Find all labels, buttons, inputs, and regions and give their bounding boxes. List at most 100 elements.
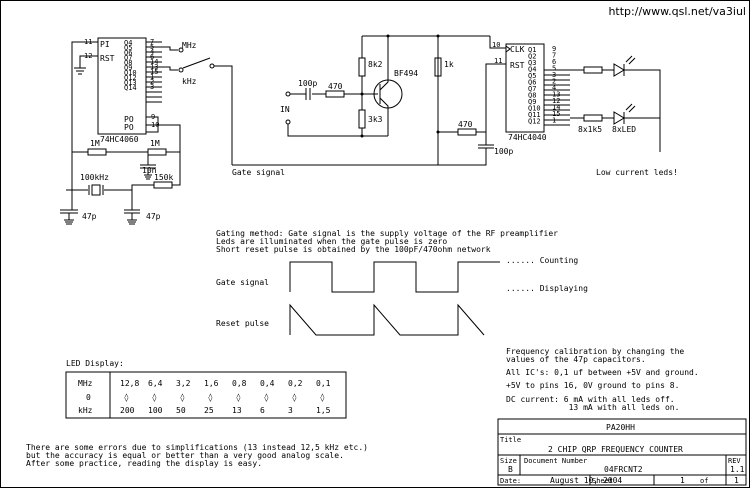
right-note-5: DC current: 6 mA with all leds off. <box>506 395 675 404</box>
khz-value: 100 <box>148 406 163 415</box>
clk-wire <box>489 36 506 49</box>
ic2-pin-q9: Q9 <box>528 98 536 106</box>
cap-47p-a <box>60 189 78 225</box>
title-block-docnum-label: Document Number <box>524 457 587 465</box>
cap-10n <box>140 164 156 180</box>
resistor-470-in-label: 470 <box>328 82 343 91</box>
gating-note-2: Leds are illuminated when the gate pulse… <box>216 237 447 246</box>
ic2-pin-num: 9 <box>552 45 556 53</box>
reset-waveform <box>289 303 485 336</box>
ic1-pin-q10: Q10 <box>124 69 137 77</box>
led-diamond: ◊ <box>208 393 213 402</box>
resistor-8k2-label: 8k2 <box>368 60 383 69</box>
collector-wire <box>437 76 439 165</box>
bottom-note-3: After some practice, reading the display… <box>26 459 262 468</box>
transistor-body <box>373 79 403 109</box>
source-url[interactable]: http://www.qsl.net/va3iul <box>608 5 746 18</box>
timing-displaying-label: ...... Displaying <box>506 284 588 293</box>
khz-value: 3 <box>288 406 293 415</box>
right-note-2: values of the 47p capacitors. <box>506 355 646 364</box>
ic1-right-wires <box>146 41 178 103</box>
title-block-lines <box>498 433 746 485</box>
ic2-pin-clk: CLK <box>510 45 525 54</box>
khz-value: 200 <box>120 406 135 415</box>
ic1-pin-q8: Q8 <box>124 59 132 67</box>
led-top-rays <box>625 55 636 65</box>
ic2-pin-num: 2 <box>552 78 556 86</box>
gate-signal-label: Gate signal <box>232 168 285 177</box>
xtal-label: 100kHz <box>80 173 109 182</box>
resistor-470-rst <box>457 128 477 136</box>
row-label-zero: 0 <box>86 393 91 402</box>
ic2-pin-num: 6 <box>552 58 556 66</box>
row-label-mhz: MHz <box>78 379 93 388</box>
mhz-value: 3,2 <box>176 379 191 388</box>
resistor-3k3-label: 3k3 <box>368 115 383 124</box>
row-label-khz: kHz <box>78 406 93 415</box>
resistor-8k2 <box>358 57 366 77</box>
xtal-body <box>91 184 101 196</box>
cap-47p-a-label: 47p <box>82 212 97 221</box>
bottom-note-1: There are some errors due to simplificat… <box>26 443 368 452</box>
title-block-docnum: 04FRCNT2 <box>604 465 643 474</box>
title-block-title: 2 CHIP QRP FREQUENCY COUNTER <box>548 445 683 454</box>
ic1-pin-po-bar: PO <box>124 123 134 132</box>
cap-100p-rst-label: 100p <box>494 147 513 156</box>
reset-network-wires <box>438 63 506 145</box>
ic1-body <box>97 37 147 135</box>
title-block-size: B <box>508 465 513 474</box>
mhz-value: 0,8 <box>232 379 247 388</box>
khz-value: 1,5 <box>316 406 331 415</box>
timing-counting-label: ...... Counting <box>506 256 578 265</box>
ic2-clk-marker <box>505 45 511 53</box>
timing-reset-label: Reset pulse <box>216 319 269 328</box>
ic2-pin-q12: Q12 <box>528 118 541 126</box>
resistor-led-bottom <box>583 114 603 122</box>
khz-value: 25 <box>204 406 214 415</box>
resistor-470-rst-label: 470 <box>458 120 473 129</box>
ic2-pin-q10: Q10 <box>528 105 541 113</box>
resistor-led-top <box>583 66 603 74</box>
title-block-sheet: 1 <box>680 476 685 485</box>
ic1-label: 74HC4060 <box>100 135 139 144</box>
low-current-label: Low current leds! <box>596 168 678 177</box>
junction-1 <box>386 34 390 38</box>
led-display-cells: 12,8◊2006,4◊1003,2◊501,6◊250,8◊130,4◊60,… <box>120 379 331 415</box>
ic2-pin-q2: Q2 <box>528 53 536 61</box>
ic2-pin-q6: Q6 <box>528 79 536 87</box>
mhz-value: 0,1 <box>316 379 331 388</box>
ic2-pin10-num: 10 <box>492 41 500 49</box>
khz-value: 13 <box>232 406 242 415</box>
switch-contact-khz <box>178 67 184 73</box>
led-top <box>613 63 661 152</box>
resistor-1m-a <box>87 148 107 156</box>
ic2-pin-q7: Q7 <box>528 85 536 93</box>
ic2-pin-q1: Q1 <box>528 46 536 54</box>
led-diamond: ◊ <box>320 393 325 402</box>
ic2-pin-q5: Q5 <box>528 72 536 80</box>
cap-10n-label: 10n <box>142 166 157 175</box>
title-block-date-label: Date: <box>500 477 521 485</box>
transistor-label: BF494 <box>394 69 418 78</box>
title-block-date: August 10, 2004 <box>550 476 622 485</box>
cap-100p-in <box>305 88 311 100</box>
ic1-pin-q9: Q9 <box>124 64 132 72</box>
resistor-1k-label: 1k <box>444 60 454 69</box>
ic2-pin-rst: RST <box>510 61 525 70</box>
resistor-1m-b-label: 1M <box>150 139 160 148</box>
mhz-value: 0,2 <box>288 379 303 388</box>
right-note-4: +5V to pins 16, 0V ground to pins 8. <box>506 381 679 390</box>
ic1-pin-q13: Q13 <box>124 79 137 87</box>
junction-4 <box>360 134 364 138</box>
gating-note-1: Gating method: Gate signal is the supply… <box>216 229 558 238</box>
right-note-1: Frequency calibration by changing the <box>506 347 684 356</box>
right-note-6: 13 mA with all leds on. <box>506 403 679 412</box>
ground-symbol-1 <box>74 67 86 75</box>
led-diamond: ◊ <box>152 393 157 402</box>
ic1-pin-q4: Q4 <box>124 39 132 47</box>
ic2-pin-num: 12 <box>552 97 560 105</box>
led-diamond: ◊ <box>236 393 241 402</box>
